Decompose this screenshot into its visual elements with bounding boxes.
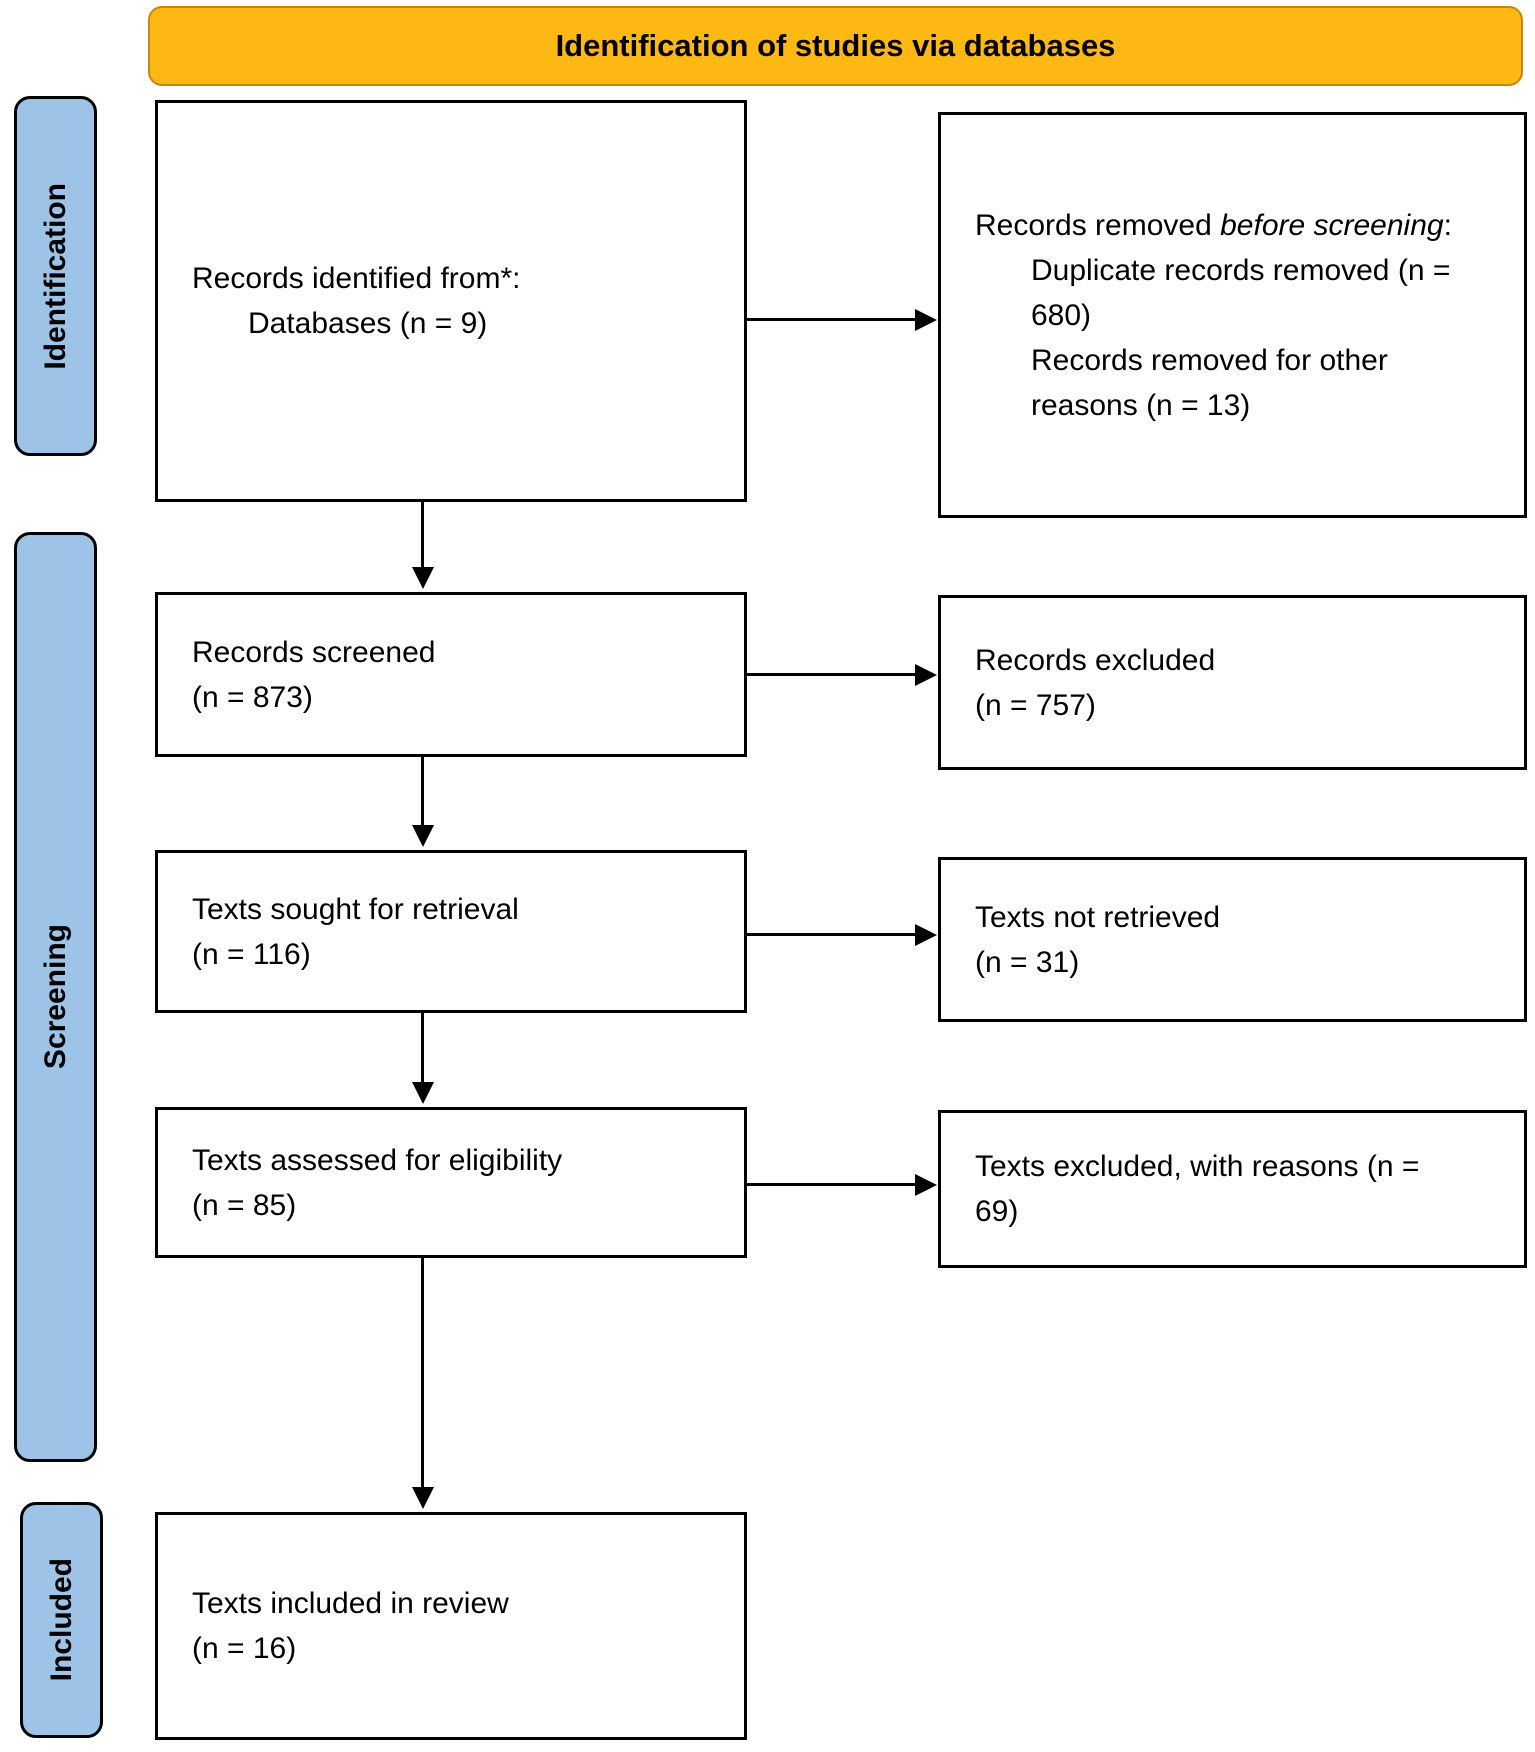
texts-assessed-line2: (n = 85) [192,1188,297,1222]
stage-label-screening: Screening [38,924,72,1070]
stage-label-included: Included [44,1558,78,1682]
stage-bar-included: Included [20,1502,103,1738]
texts-included-line2: (n = 16) [192,1632,297,1665]
arrow-right-screened-to-excluded [747,673,916,676]
box-records-screened: Records screened (n = 873) [155,592,747,757]
box-texts-assessed: Texts assessed for eligibility (n = 85) [155,1107,747,1258]
box-texts-included: Texts included in review (n = 16) [155,1512,747,1740]
records-excluded-line2: (n = 757) [975,688,1096,722]
records-excluded-line1: Records excluded [975,643,1216,677]
arrow-right-sought-to-not-retrieved [747,933,916,936]
arrow-right-identified-to-removed [747,318,916,321]
box-records-identified: Records identified from*: Databases (n =… [155,100,747,502]
arrow-down-sought-to-assessed [421,1013,424,1083]
texts-excluded-reasons-text: Texts excluded, with reasons (n = 69) [975,1150,1420,1228]
texts-sought-line1: Texts sought for retrieval [192,892,519,926]
records-removed-lead-suffix: : [1443,208,1452,242]
records-screened-line1: Records screened [192,635,436,669]
arrow-down-screened-to-sought [421,757,424,826]
arrow-down-assessed-to-included [421,1258,424,1488]
records-removed-item-other: Records removed for other reasons (n = 1… [1031,343,1388,422]
records-removed-lead: Records removed [975,208,1221,242]
arrow-right-assessed-to-excluded-reasons [747,1183,916,1186]
stage-label-identification: Identification [38,182,72,370]
texts-assessed-line1: Texts assessed for eligibility [192,1143,563,1177]
records-removed-heading: Records removed before screening: [975,203,1454,248]
box-texts-sought: Texts sought for retrieval (n = 116) [155,850,747,1013]
records-identified-line1: Records identified from*: [192,262,521,295]
box-records-excluded: Records excluded (n = 757) [938,595,1527,770]
records-identified-line2: Databases (n = 9) [248,307,488,340]
texts-not-retrieved-line2: (n = 31) [975,945,1080,979]
records-removed-item-duplicates: Duplicate records removed (n = 680) [1031,253,1451,332]
header-banner: Identification of studies via databases [148,6,1523,86]
texts-sought-line2: (n = 116) [192,937,311,971]
records-screened-line2: (n = 873) [192,680,313,714]
records-removed-lead-italic: before screening [1220,208,1444,242]
box-records-removed: Records removed before screening: Duplic… [938,112,1527,518]
arrow-down-identified-to-screened [421,502,424,568]
stage-bar-identification: Identification [14,96,97,456]
stage-bar-screening: Screening [14,532,97,1462]
texts-not-retrieved-line1: Texts not retrieved [975,900,1221,934]
box-texts-excluded-reasons: Texts excluded, with reasons (n = 69) [938,1110,1527,1268]
texts-included-line1: Texts included in review [192,1587,509,1620]
header-banner-title: Identification of studies via databases [555,28,1116,63]
box-texts-not-retrieved: Texts not retrieved (n = 31) [938,857,1527,1022]
